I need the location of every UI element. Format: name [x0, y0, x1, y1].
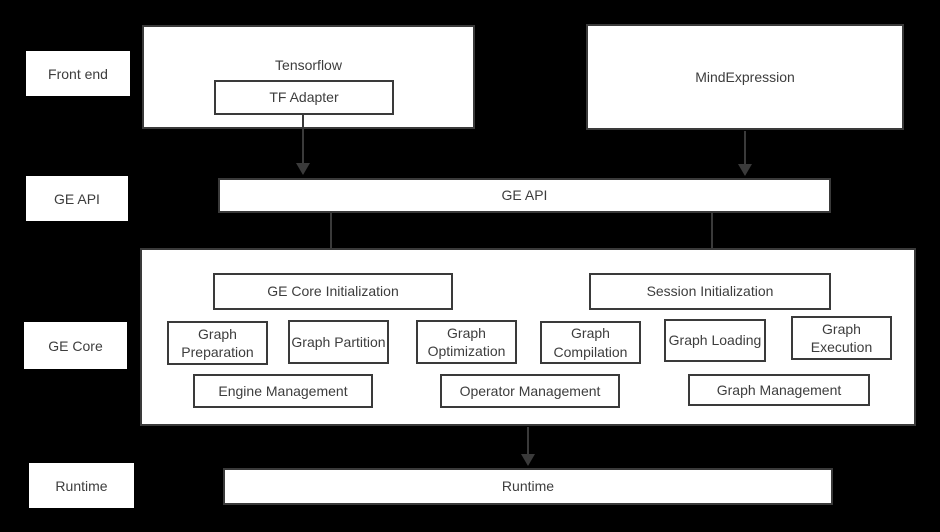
layer-label-ge-core: GE Core	[24, 322, 127, 369]
arrow-head-icon	[296, 163, 310, 175]
layer-label-ge-api: GE API	[26, 176, 128, 221]
runtime-bar: Runtime	[223, 468, 833, 505]
ge-core-initialization-box: GE Core Initialization	[213, 273, 453, 310]
graph-management-box: Graph Management	[688, 374, 870, 406]
arrow-ge-core-to-runtime	[521, 427, 535, 466]
graph-execution-box: Graph Execution	[791, 316, 892, 360]
mind-expression-box: MindExpression	[586, 24, 904, 130]
graph-partition-box: Graph Partition	[288, 320, 389, 364]
arrow-stem	[302, 115, 304, 165]
engine-management-box: Engine Management	[193, 374, 373, 408]
arrow-head-icon	[521, 454, 535, 466]
graph-loading-box: Graph Loading	[664, 319, 766, 362]
session-initialization-box: Session Initialization	[589, 273, 831, 310]
graph-compilation-box: Graph Compilation	[540, 321, 641, 364]
arrow-tf-adapter-to-ge-api	[296, 115, 310, 175]
layer-label-front-end: Front end	[26, 51, 130, 96]
arrow-stem	[711, 213, 713, 261]
arrow-stem	[527, 427, 529, 456]
layer-label-runtime: Runtime	[29, 463, 134, 508]
arrow-head-icon	[738, 164, 752, 176]
arrow-stem	[744, 131, 746, 166]
arrow-stem	[330, 213, 332, 261]
graph-optimization-box: Graph Optimization	[416, 320, 517, 364]
ge-core-box: GE Core Initialization Session Initializ…	[140, 248, 916, 426]
tensorflow-box: Tensorflow TF Adapter	[142, 25, 475, 129]
graph-preparation-box: Graph Preparation	[167, 321, 268, 365]
operator-management-box: Operator Management	[440, 374, 620, 408]
tf-adapter-box: TF Adapter	[214, 80, 394, 115]
ge-api-bar: GE API	[218, 178, 831, 213]
arrow-mind-expression-to-ge-api	[738, 131, 752, 176]
tensorflow-label: Tensorflow	[275, 57, 342, 73]
